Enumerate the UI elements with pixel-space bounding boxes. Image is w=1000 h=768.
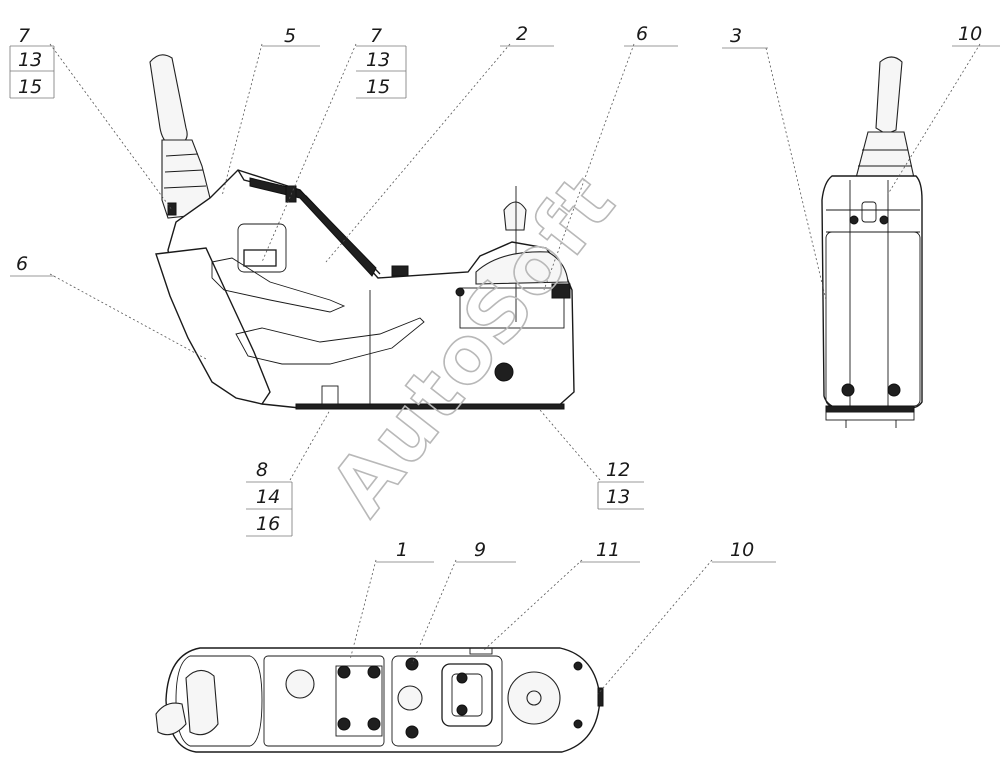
callout-9-label: 9 <box>474 539 486 561</box>
callout-6-top: 6 <box>624 23 678 47</box>
callout-3-label: 3 <box>730 25 742 47</box>
callout-12: 12 <box>606 459 630 481</box>
front-panel <box>155 247 271 405</box>
callout-stack-12-13: 12 13 <box>597 459 644 510</box>
callout-9: 9 <box>456 539 516 563</box>
callout-6-left-label: 6 <box>16 253 28 275</box>
callout-1-label: 1 <box>396 539 408 561</box>
callout-13-left: 13 <box>18 49 42 71</box>
joystick-handle <box>149 54 188 147</box>
lower-recess <box>235 317 425 365</box>
rear-housing <box>821 175 923 409</box>
callout-stack-7-13-15-left: 7 13 15 <box>9 25 55 99</box>
callout-15-left: 15 <box>18 76 42 98</box>
callout-8: 8 <box>256 459 268 481</box>
callout-stack-8-14-16: 8 14 16 <box>246 459 293 537</box>
callout-15-mid: 15 <box>366 76 390 98</box>
callout-1: 1 <box>376 539 434 563</box>
callout-7-mid: 7 <box>370 25 382 47</box>
callout-5: 5 <box>262 25 320 47</box>
callout-6-left: 6 <box>10 253 54 277</box>
callout-stack-7-13-15-mid: 7 13 15 <box>356 25 407 99</box>
rear-joystick-handle <box>875 56 903 135</box>
callout-14: 14 <box>256 486 280 508</box>
callout-10-top-label: 10 <box>958 23 982 45</box>
rear-view <box>821 56 923 428</box>
callout-2-label: 2 <box>516 23 528 45</box>
callout-5-label: 5 <box>284 25 296 47</box>
callout-10-bottom-label: 10 <box>730 539 754 561</box>
callout-16: 16 <box>256 513 280 535</box>
callout-2: 2 <box>500 23 554 47</box>
callout-10-top: 10 <box>952 23 1000 47</box>
callout-13-mid: 13 <box>366 49 390 71</box>
top-view <box>155 647 604 753</box>
callout-7-left: 7 <box>18 25 30 47</box>
callout-11-label: 11 <box>596 539 620 561</box>
callout-6-top-label: 6 <box>636 23 648 45</box>
callout-labels: 7 13 15 5 7 13 15 2 6 3 <box>9 23 1000 563</box>
side-view <box>149 54 575 410</box>
small-lever <box>503 201 527 231</box>
callout-11: 11 <box>580 539 640 563</box>
leader-lines <box>49 43 981 695</box>
callout-3: 3 <box>722 25 768 49</box>
callout-10-bottom: 10 <box>712 539 776 563</box>
top-joystick-grip <box>185 669 219 736</box>
callout-13-bottom: 13 <box>606 486 630 508</box>
upper-recess <box>211 257 346 313</box>
